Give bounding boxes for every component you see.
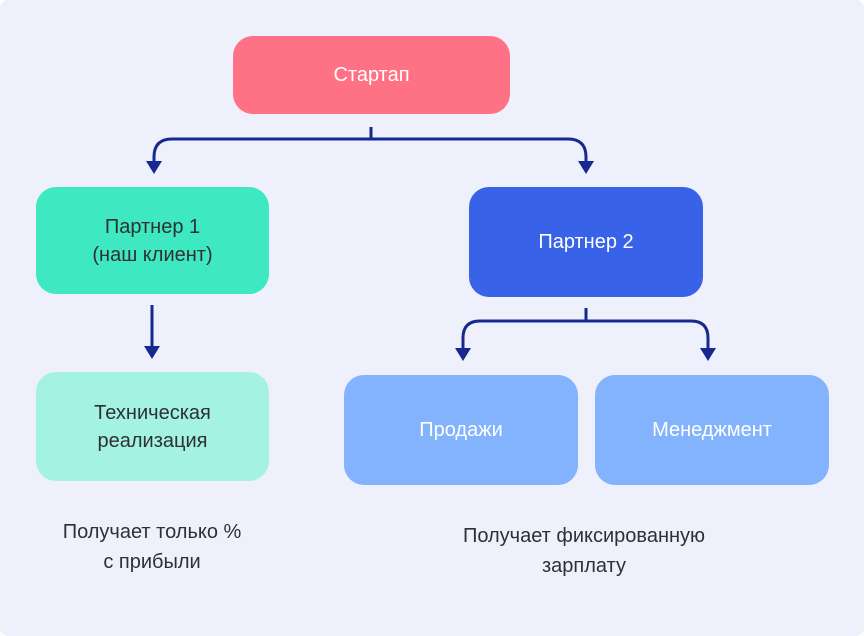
arrowhead-tech-icon: [144, 346, 160, 359]
arrowhead-partner2-icon: [578, 161, 594, 174]
node-partner1-label: Партнер 1 (наш клиент): [92, 215, 213, 266]
node-partner1[interactable]: Партнер 1 (наш клиент): [36, 187, 269, 294]
node-startup[interactable]: Стартап: [233, 36, 510, 114]
node-startup-label: Стартап: [333, 64, 410, 86]
connector-partner2-to-management: [586, 319, 710, 349]
arrowhead-sales-icon: [455, 348, 471, 361]
node-tech[interactable]: Техническая реализация: [36, 372, 269, 481]
node-partner2-label: Партнер 2: [538, 231, 634, 253]
node-sales-label: Продажи: [419, 419, 503, 441]
node-management[interactable]: Менеджмент: [595, 375, 829, 485]
node-partner2[interactable]: Партнер 2: [469, 187, 703, 297]
arrowhead-partner1-icon: [146, 161, 162, 174]
node-management-label: Менеджмент: [652, 419, 772, 441]
node-sales[interactable]: Продажи: [344, 375, 578, 485]
connector-startup-to-partner1: [152, 137, 371, 162]
connector-partner2-to-sales: [461, 319, 586, 349]
node-tech-label: Техническая реализация: [94, 401, 211, 452]
caption-right: Получает фиксированную зарплату: [462, 525, 706, 577]
arrowhead-management-icon: [700, 348, 716, 361]
connector-startup-to-partner2: [371, 137, 588, 162]
caption-left: Получает только % с прибыли: [62, 521, 242, 573]
